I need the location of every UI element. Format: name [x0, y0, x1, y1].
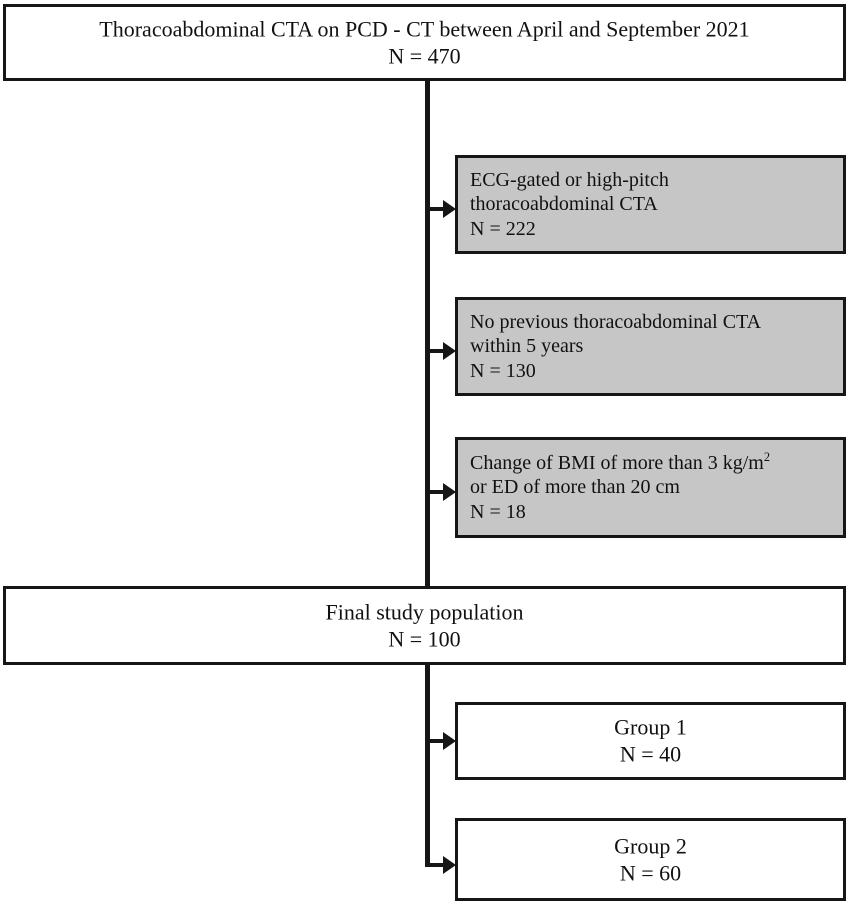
node-source-population-count: N = 470: [388, 43, 461, 69]
node-final-population-label: Final study population: [325, 599, 524, 625]
node-exclusion-1-count: N = 222: [470, 217, 536, 240]
node-group-2-label: Group 2: [614, 833, 687, 859]
node-exclusion-2-line2: within 5 years: [470, 335, 584, 358]
node-source-population: Thoracoabdominal CTA on PCD - CT between…: [3, 4, 846, 81]
node-source-population-text: Thoracoabdominal CTA on PCD - CT between…: [6, 15, 843, 70]
node-group-2-count: N = 60: [619, 860, 682, 886]
node-exclusion-1-line2: thoracoabdominal CTA: [470, 193, 658, 216]
node-exclusion-3-line1: Change of BMI of more than 3 kg/m2: [470, 449, 771, 474]
node-exclusion-3-count: N = 18: [470, 500, 526, 523]
connector-trunk-groups: [425, 665, 430, 867]
arrow-head-group-1-icon: [443, 732, 456, 750]
node-exclusion-3-line1-superscript: 2: [763, 449, 771, 464]
node-group-1-label: Group 1: [614, 714, 687, 740]
node-exclusion-3-line2: or ED of more than 20 cm: [470, 476, 680, 499]
node-final-population-count: N = 100: [388, 626, 461, 652]
node-exclusion-1-line1: ECG-gated or high-pitch: [470, 168, 669, 191]
node-source-population-label: Thoracoabdominal CTA on PCD - CT between…: [99, 16, 750, 42]
connector-group-2: [425, 863, 447, 867]
arrow-head-exclusion-2-icon: [443, 342, 456, 360]
connector-exclusion-1: [425, 207, 447, 211]
node-exclusion-2-count: N = 130: [470, 359, 536, 382]
connector-group-1: [425, 739, 447, 743]
connector-exclusion-3: [425, 490, 447, 494]
node-group-1-count: N = 40: [619, 742, 682, 767]
node-exclusion-2-line1: No previous thoracoabdominal CTA: [470, 310, 762, 333]
arrow-head-exclusion-1-icon: [443, 200, 456, 218]
arrow-head-group-2-icon: [443, 856, 456, 874]
node-exclusion-3-line1-pre: Change of BMI of more than 3 kg/m: [470, 451, 764, 474]
connector-exclusion-2: [425, 349, 447, 353]
connector-trunk-main: [425, 81, 430, 588]
arrow-head-exclusion-3-icon: [443, 483, 456, 501]
